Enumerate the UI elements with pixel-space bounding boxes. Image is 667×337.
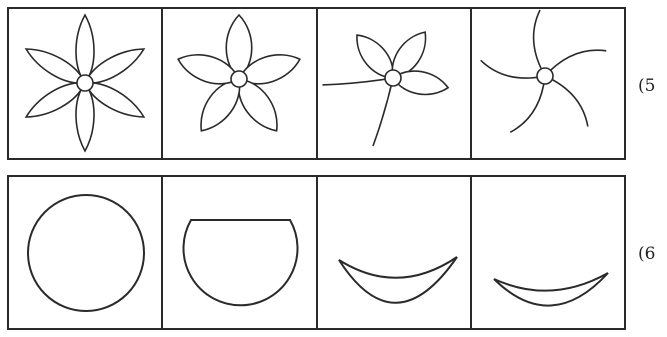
figure-row-2: [8, 176, 625, 329]
thick-crescent-figure: [339, 257, 457, 303]
flower-six-petals-figure: [22, 15, 149, 151]
flower-curved-strokes-figure: [479, 10, 608, 136]
flower-five-petals-figure: [174, 15, 304, 138]
full-circle-figure: [28, 195, 144, 311]
cut-circle-figure: [184, 220, 298, 305]
flower-three-petals-figure: [322, 26, 450, 146]
row-2-label: (6: [638, 244, 655, 264]
thin-crescent-figure: [494, 273, 608, 306]
row-1-label: (5: [638, 76, 655, 96]
